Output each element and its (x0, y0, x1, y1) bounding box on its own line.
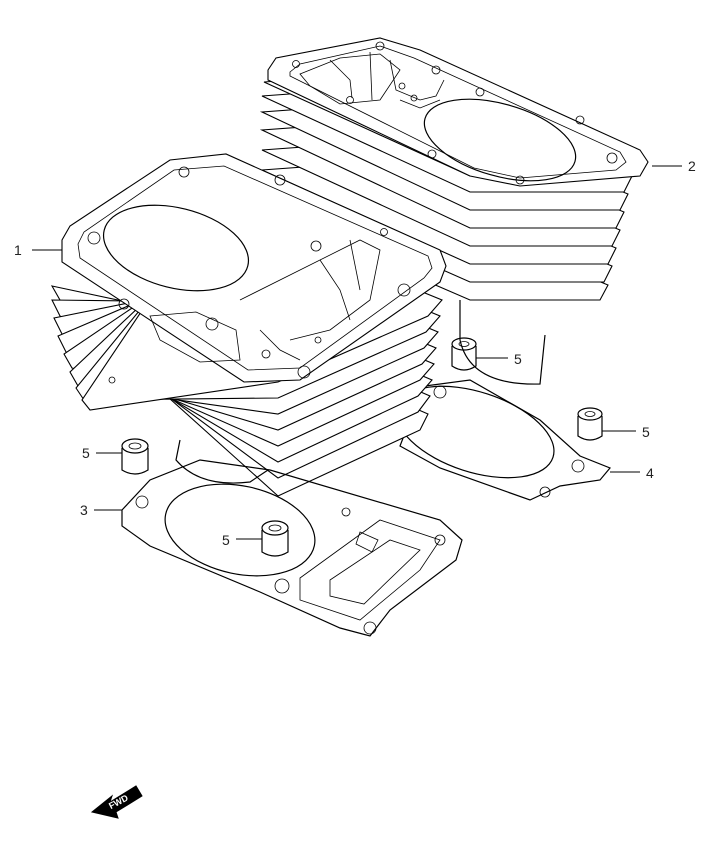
fwd-arrow-icon: FWD (90, 785, 143, 819)
callout-5-right: 5 (642, 424, 650, 440)
rear-cylinder (259, 37, 649, 385)
front-base-gasket (121, 459, 463, 637)
callout-2: 2 (688, 158, 696, 174)
dowel-pin-4 (261, 520, 289, 557)
callout-5-left: 5 (82, 445, 90, 461)
callout-5-center: 5 (222, 532, 230, 548)
callout-1: 1 (14, 242, 22, 258)
callout-5-rear: 5 (514, 351, 522, 367)
dowel-pin-3 (577, 407, 603, 441)
front-cylinder (50, 153, 447, 497)
dowel-pin-1 (121, 438, 149, 475)
dowel-pin-2 (451, 337, 477, 371)
leader-lines (32, 165, 682, 540)
callout-4: 4 (646, 465, 654, 481)
callout-3: 3 (80, 502, 88, 518)
